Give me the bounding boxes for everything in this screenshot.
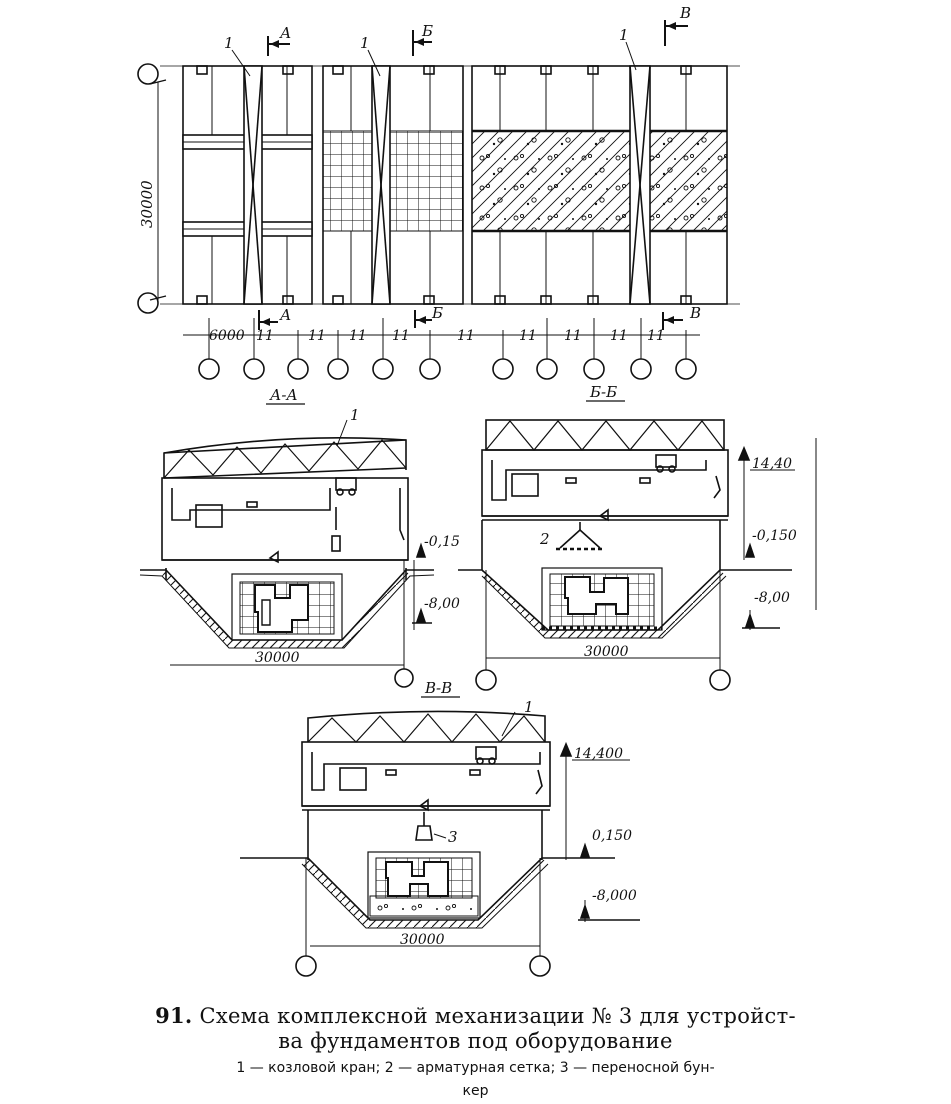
- section-vv-width: 30000: [400, 932, 445, 948]
- section-bb: [458, 419, 817, 691]
- section-aa-labels: А-А 1 -0,15 -8,00 30000: [255, 386, 460, 666]
- section-bb-title: Б-Б: [589, 383, 617, 401]
- caption-number: 91.: [155, 1003, 193, 1028]
- section-vv-elev-top: 0,150: [592, 828, 632, 844]
- section-mark-v-bottom: В: [689, 304, 701, 322]
- span-code-2: 11: [308, 328, 326, 344]
- dim-first-span: 6000: [209, 328, 245, 344]
- section-vv-crane-label: 1: [524, 698, 534, 716]
- figure-caption: 91. Схема комплексной механизации № 3 дл…: [0, 1003, 951, 1100]
- caption-title: 91. Схема комплексной механизации № 3 дл…: [0, 1003, 951, 1029]
- section-mark-a-top: А: [279, 24, 291, 42]
- foundation-mechanization-diagram: 1 1 1 А Б В А Б В 30000 6000 11 11 11 11…: [137, 4, 817, 977]
- section-mark-v-top: В: [679, 4, 691, 22]
- section-bb-mesh-label: 2: [539, 530, 550, 548]
- span-code-4: 11: [392, 328, 410, 344]
- gantry-crane-plan-3: [629, 65, 651, 305]
- section-bb-labels: Б-Б 2 14,40 -0,150 -8,00 30000: [539, 383, 797, 660]
- caption-legend-line2: кер: [462, 1083, 489, 1099]
- crane-trolley-bb: [655, 454, 677, 473]
- span-code-9: 11: [647, 328, 665, 344]
- plan-crane-label-1: 1: [224, 34, 234, 52]
- plan-view: [137, 20, 740, 380]
- section-bb-elev-bottom: -8,00: [754, 590, 790, 606]
- section-vv-labels: В-В 1 3 14,400 0,150 -8,000 30000: [400, 679, 637, 948]
- section-vv-elev-rail: 14,400: [574, 746, 623, 762]
- plan-crane-label-3: 1: [619, 26, 629, 44]
- span-code-5: 11: [457, 328, 475, 344]
- plan-panel-1: [182, 65, 313, 305]
- section-bb-elev-top: -0,150: [752, 528, 797, 544]
- section-vv-hopper-label: 3: [448, 828, 458, 846]
- span-code-1: 11: [256, 328, 274, 344]
- section-aa-elev-top: -0,15: [424, 534, 460, 550]
- plan-crane-label-2: 1: [360, 34, 370, 52]
- hopper-lift: [415, 812, 433, 841]
- plan-labels: 1 1 1 А Б В А Б В 30000 6000 11 11 11 11…: [138, 4, 701, 344]
- dim-vertical-30000: 30000: [138, 180, 156, 228]
- crane-trolley-aa: [331, 477, 357, 552]
- gantry-crane-plan-2: [371, 65, 391, 305]
- span-code-6: 11: [519, 328, 537, 344]
- gantry-crane-plan-1: [243, 65, 263, 305]
- section-bb-width: 30000: [584, 644, 629, 660]
- span-code-8: 11: [610, 328, 628, 344]
- plan-panel-3: [471, 65, 728, 305]
- plan-panel-2: [322, 65, 464, 305]
- section-vv-elev-bottom: -8,000: [592, 888, 637, 904]
- axis-bubble-bottom: [137, 292, 159, 314]
- axis-bubble-top: [137, 63, 159, 85]
- section-mark-b-bottom: Б: [431, 304, 443, 322]
- section-bb-elev-rail: 14,40: [752, 456, 792, 472]
- section-mark-a-bottom: А: [279, 306, 291, 324]
- crane-trolley-vv: [475, 746, 497, 765]
- span-code-7: 11: [564, 328, 582, 344]
- section-aa-width: 30000: [255, 650, 300, 666]
- span-code-3: 11: [349, 328, 367, 344]
- section-aa-crane-label: 1: [350, 406, 360, 424]
- caption-title-line2: ва фундаментов под оборудование: [278, 1029, 673, 1053]
- rebar-mesh-lift: [556, 522, 604, 551]
- section-vv: [240, 710, 640, 977]
- section-aa-title: А-А: [269, 386, 298, 404]
- section-mark-b-top: Б: [421, 22, 433, 40]
- section-aa: [139, 419, 435, 688]
- section-vv-title: В-В: [424, 679, 452, 697]
- section-aa-elev-bottom: -8,00: [424, 596, 460, 612]
- caption-title-line1: Схема комплексной механизации № 3 для ус…: [199, 1004, 796, 1028]
- caption-legend-line1: 1 — козловой кран; 2 — арматурная сетка;…: [236, 1060, 715, 1076]
